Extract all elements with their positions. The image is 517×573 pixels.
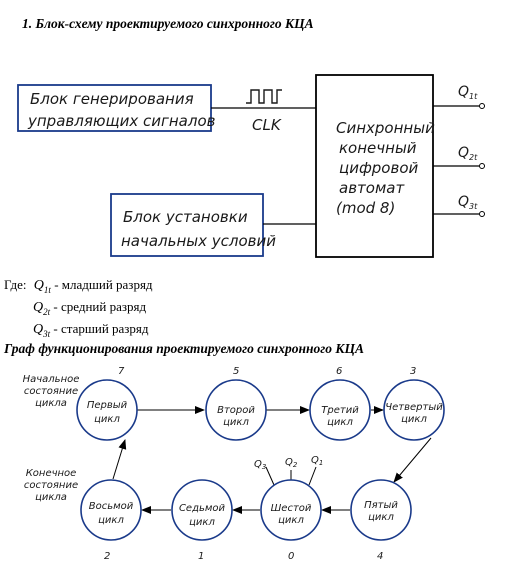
init-line1: Блок установки (123, 208, 248, 226)
node-6-value: 0 (288, 551, 294, 562)
clk-label: CLK (252, 116, 282, 134)
node-1-value: 7 (118, 366, 125, 377)
fsm-line2: конечный (339, 139, 417, 157)
node-8: Восьмой цикл 2 (80, 479, 142, 562)
fsm-line4: автомат (339, 179, 405, 197)
output-q2-label: Q2t (458, 145, 478, 162)
node-6: Шестой цикл 0 (260, 479, 322, 562)
node-1-label-2: цикл (94, 414, 120, 425)
gen-block-line1: Блок генерирования (30, 90, 194, 108)
legend-q1-desc: - младший разряд (50, 277, 153, 292)
node-7: Седьмой цикл 1 (171, 479, 233, 562)
output-q3-terminal (479, 211, 485, 217)
output-q3-label: Q3t (458, 194, 478, 211)
node-4-label-2: цикл (401, 414, 427, 425)
node-4-value: 3 (410, 366, 416, 377)
node-2-label-2: цикл (223, 417, 249, 428)
node-8-label-1: Восьмой (89, 501, 134, 512)
section1-title: 1. Блок-схему проектируемого синхронного… (22, 16, 314, 31)
node-3: Третий цикл 6 (309, 366, 371, 441)
output-q1-label: Q1t (458, 84, 478, 101)
bit-q1-tick (308, 466, 317, 486)
bit-q3-label: Q3 (254, 459, 266, 471)
node-1: Первый цикл 7 (76, 366, 138, 441)
node-5-label-1: Пятый (364, 500, 398, 511)
bit-q3-tick (265, 466, 275, 486)
output-q1-terminal (479, 103, 485, 109)
final-state-label-3: цикла (35, 492, 67, 503)
final-state-label-2: состояние (24, 480, 78, 491)
node-4-label-1: Четвертый (385, 402, 443, 413)
edge-4-5 (393, 437, 432, 483)
initial-state-label-2: состояние (24, 386, 78, 397)
node-6-label-1: Шестой (271, 503, 312, 514)
node-5-label-2: цикл (368, 512, 394, 523)
legend-q2-desc: - средний разряд (50, 299, 147, 314)
node-6-label-2: цикл (278, 515, 304, 526)
section2-title: Граф функционирования проектируемого син… (4, 341, 365, 356)
legend-item-q1: Где: Q1t - младший разряд (4, 277, 153, 295)
state-graph: Начальное состояние цикла Конечное состо… (23, 366, 445, 562)
node-3-label-2: цикл (327, 417, 353, 428)
node-7-label-2: цикл (189, 517, 215, 528)
init-line2: начальных условий (121, 232, 276, 250)
node-5-value: 4 (377, 551, 383, 562)
legend-where-label: Где: (4, 277, 27, 292)
fsm-line5: (mod 8) (336, 199, 395, 217)
bit-q1-label: Q1 (311, 455, 323, 467)
fsm-line3: цифровой (339, 159, 418, 177)
node-8-value: 2 (104, 551, 110, 562)
legend-q3-desc: - старший разряд (50, 321, 149, 336)
init-block (110, 193, 264, 257)
edge-8-1 (112, 439, 127, 480)
legend-q2-symbol: Q2t (33, 300, 51, 317)
node-2: Второй цикл 5 (205, 366, 267, 441)
node-3-value: 6 (336, 366, 342, 377)
initial-state-label-1: Начальное (23, 374, 80, 385)
node-1-label-1: Первый (87, 400, 128, 411)
bit-q2-label: Q2 (285, 457, 298, 469)
node-7-label-1: Седьмой (179, 503, 226, 514)
node-4: Четвертый цикл 3 (383, 366, 445, 441)
block-diagram: Блок генерирования управляющих сигналов … (17, 74, 485, 258)
fsm-line1: Синхронный (336, 119, 435, 137)
legend-q1-symbol: Q1t (33, 278, 51, 295)
legend-item-q3: Q3t - старший разряд (33, 321, 149, 339)
node-5: Пятый цикл 4 (350, 479, 412, 562)
clock-pulse-icon (246, 89, 282, 104)
node-3-label-1: Третий (321, 405, 359, 416)
final-state-label-1: Конечное (26, 468, 77, 479)
output-q2-terminal (479, 163, 485, 169)
legend-item-q2: Q2t - средний разряд (33, 299, 146, 317)
gen-block-line2: управляющих сигналов (27, 112, 216, 130)
node-2-label-1: Второй (217, 405, 255, 416)
node-7-value: 1 (198, 551, 204, 562)
node-2-value: 5 (233, 366, 239, 377)
legend-q3-symbol: Q3t (33, 322, 51, 339)
initial-state-label-3: цикла (35, 398, 67, 409)
node-8-label-2: цикл (98, 515, 124, 526)
